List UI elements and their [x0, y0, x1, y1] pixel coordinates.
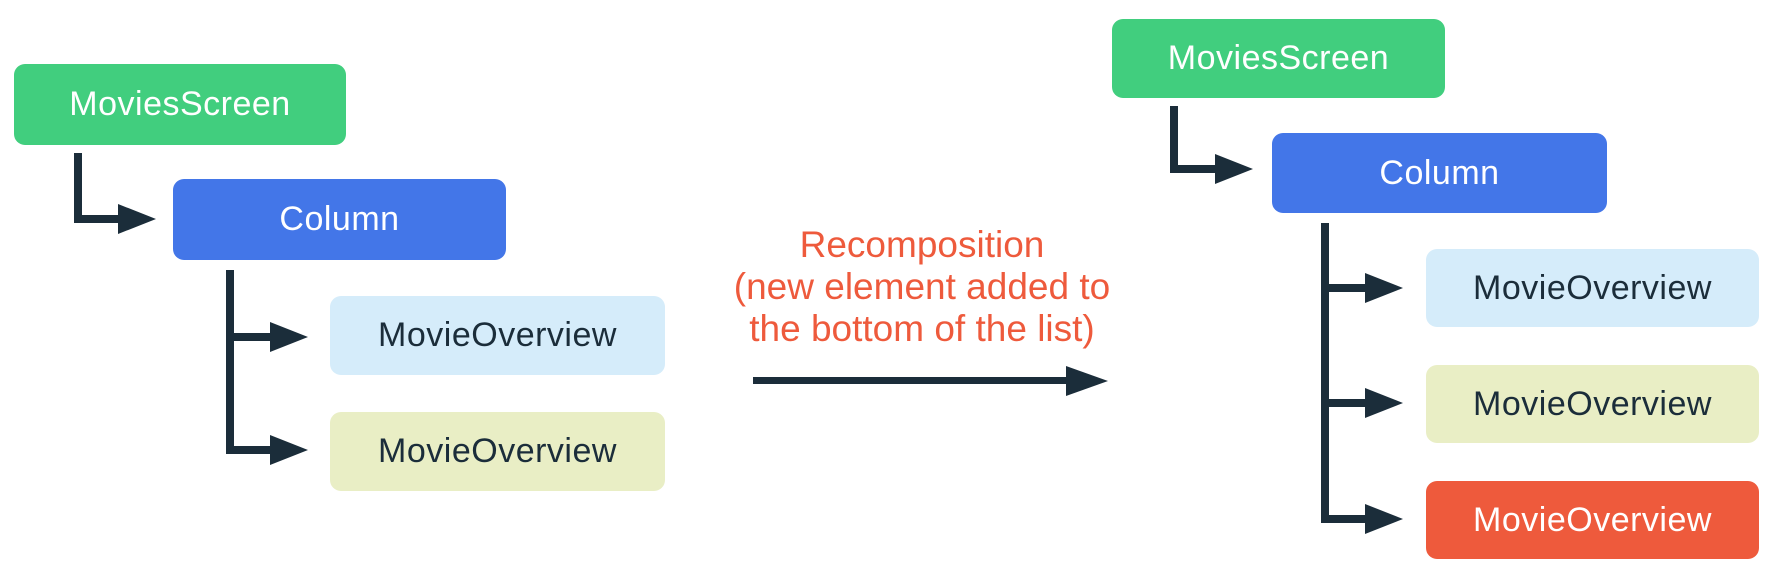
after-root-arrowhead-icon [1215, 154, 1253, 184]
recomposition-arrowhead-icon [1066, 366, 1108, 396]
before-column-node: Column [173, 179, 506, 260]
before-branch1-hline [226, 333, 270, 341]
recomposition-caption-line3: the bottom of the list) [749, 308, 1095, 349]
before-movieoverview-node-1: MovieOverview [330, 296, 665, 375]
before-root-connector-vline [74, 153, 82, 223]
after-root-connector-hline [1170, 165, 1215, 173]
before-root-connector-hline [74, 215, 118, 223]
after-column-trunk-vline [1321, 223, 1329, 523]
recomposition-caption-line1: Recomposition [799, 224, 1045, 265]
after-movieoverview-node-2: MovieOverview [1426, 365, 1759, 443]
after-branch1-arrowhead-icon [1365, 273, 1403, 303]
before-root-arrowhead-icon [118, 204, 156, 234]
after-moviesscreen-node: MoviesScreen [1112, 19, 1445, 98]
before-column-trunk-vline [226, 270, 234, 454]
after-movieoverview-node-3-new: MovieOverview [1426, 481, 1759, 559]
before-branch1-arrowhead-icon [270, 322, 308, 352]
after-branch2-hline [1321, 399, 1365, 407]
after-branch2-arrowhead-icon [1365, 388, 1403, 418]
after-root-connector-vline [1170, 106, 1178, 173]
before-branch2-hline [226, 446, 270, 454]
recomposition-caption-line2: (new element added to [733, 266, 1111, 307]
after-branch3-hline [1321, 515, 1365, 523]
before-moviesscreen-node: MoviesScreen [14, 64, 346, 145]
before-branch2-arrowhead-icon [270, 435, 308, 465]
after-column-node: Column [1272, 133, 1607, 213]
recomposition-caption: Recomposition (new element added to the … [622, 224, 1222, 350]
before-movieoverview-node-2: MovieOverview [330, 412, 665, 491]
after-branch3-arrowhead-icon [1365, 504, 1403, 534]
recomposition-arrow-line [753, 377, 1067, 384]
after-movieoverview-node-1: MovieOverview [1426, 249, 1759, 327]
after-branch1-hline [1321, 284, 1365, 292]
